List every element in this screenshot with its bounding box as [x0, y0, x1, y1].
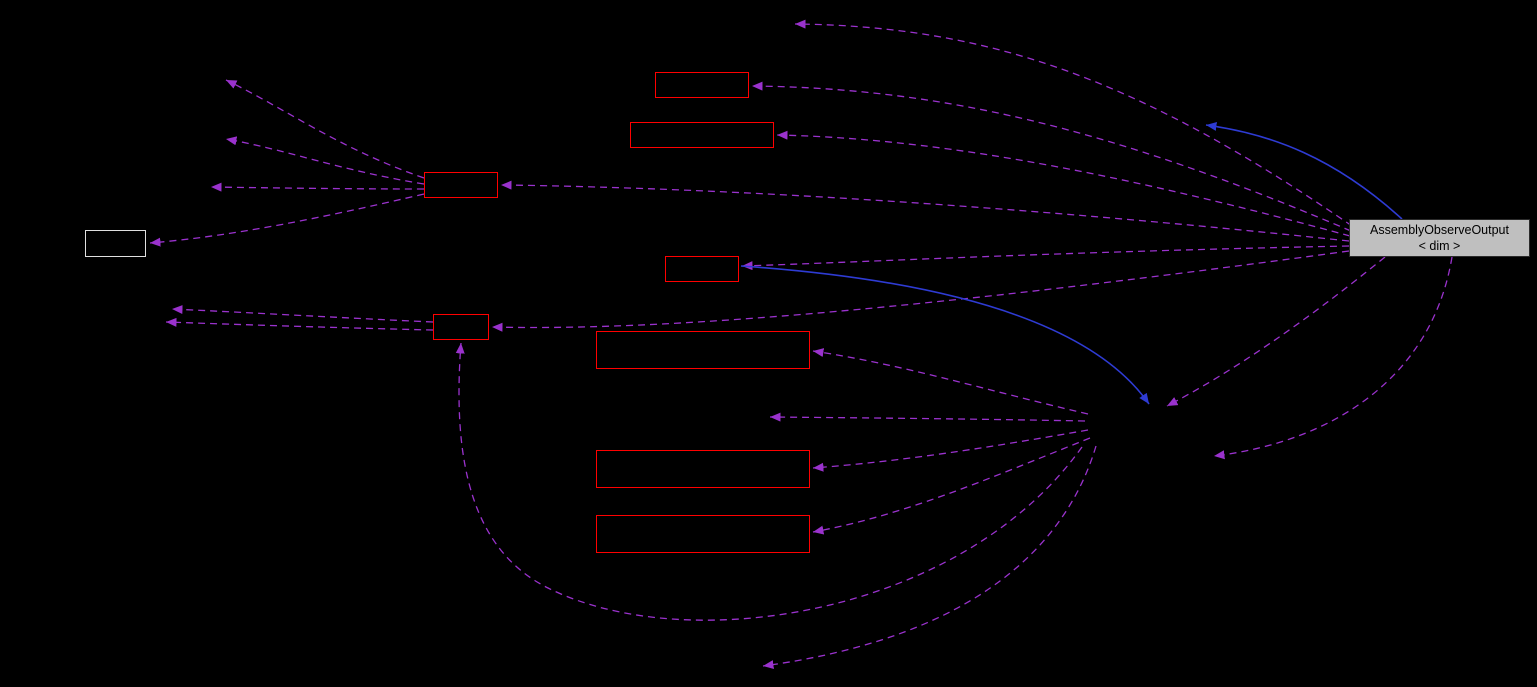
edge-hub-lower-to-left-arrow-5 — [165, 317, 434, 331]
edge-inherit-node-red-mid-to-right-cluster — [740, 265, 1150, 405]
node-red-top[interactable] — [655, 72, 749, 98]
edge-hub-upper-to-left-arrow-3 — [210, 182, 425, 192]
edge-hub-upper-to-left-arrow-1 — [225, 79, 425, 179]
edge-right-cluster-to-node-red-wide-2 — [812, 429, 1089, 472]
main-node: AssemblyObserveOutput < dim > — [1349, 219, 1530, 257]
edge-main-to-node-red-second — [776, 130, 1351, 237]
main-node-label-line2: < dim > — [1418, 239, 1461, 253]
node-red-wide-1[interactable] — [596, 331, 810, 369]
edge-right-cluster-to-hub-lower — [455, 342, 1083, 621]
edge-main-to-right-cluster-lower — [1213, 256, 1453, 460]
node-red-hub-lower[interactable] — [433, 314, 489, 340]
node-red-hub-upper[interactable] — [424, 172, 498, 198]
edge-hub-lower-to-left-arrow-4 — [171, 304, 434, 323]
main-node-label-line1: AssemblyObserveOutput — [1370, 222, 1509, 237]
node-red-mid[interactable] — [665, 256, 739, 282]
node-red-second[interactable] — [630, 122, 774, 148]
edge-hub-upper-to-left-arrow-2 — [225, 136, 425, 185]
node-white[interactable] — [85, 230, 146, 257]
edge-hub-upper-to-node-white — [149, 193, 425, 247]
edge-main-to-right-cluster-upper — [1166, 256, 1386, 407]
edge-right-cluster-to-node-red-wide-3 — [812, 437, 1091, 535]
edge-main-to-node-red-top — [751, 81, 1352, 232]
edge-right-cluster-to-bottom-arrow — [762, 445, 1097, 670]
node-red-wide-2[interactable] — [596, 450, 810, 488]
edge-main-to-node-red-hub-upper — [500, 180, 1350, 242]
edge-main-to-node-red-mid — [741, 245, 1350, 271]
edge-inherit-main-to-offscreen-top — [1205, 121, 1403, 220]
edge-right-cluster-to-node-red-wide-1 — [812, 348, 1089, 415]
edge-right-cluster-to-mid-arrow — [769, 412, 1086, 422]
edge-main-to-node-red-hub-lower — [491, 250, 1350, 332]
node-red-wide-3[interactable] — [596, 515, 810, 553]
edge-main-to-offscreen-top — [794, 19, 1353, 227]
